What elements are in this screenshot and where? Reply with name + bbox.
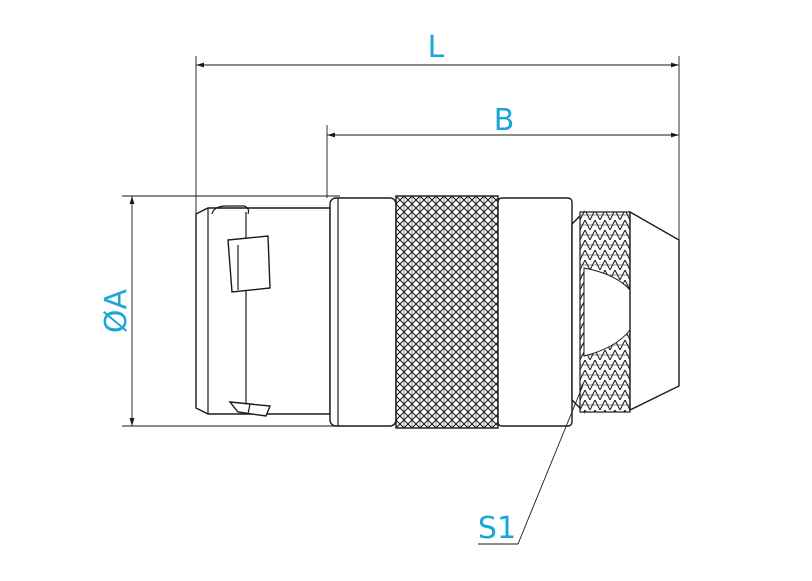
dimension-l: L [195,30,680,240]
latch-top [227,235,271,293]
dimension-diameter-label: ØA [99,288,134,333]
dimension-l-label: L [428,30,445,65]
dimension-diameter: ØA [99,195,340,427]
knurled-sleeve [395,195,499,429]
cone-tip [629,210,680,412]
coupling-ring [329,197,397,427]
dimension-b-label: B [494,103,515,138]
latch-bottom [228,401,271,417]
smooth-sleeve [497,197,573,427]
connector-body [195,195,680,429]
dimension-b: B [326,103,679,198]
thread-callout: S1 [478,384,584,546]
thread-callout-label: S1 [478,511,516,546]
